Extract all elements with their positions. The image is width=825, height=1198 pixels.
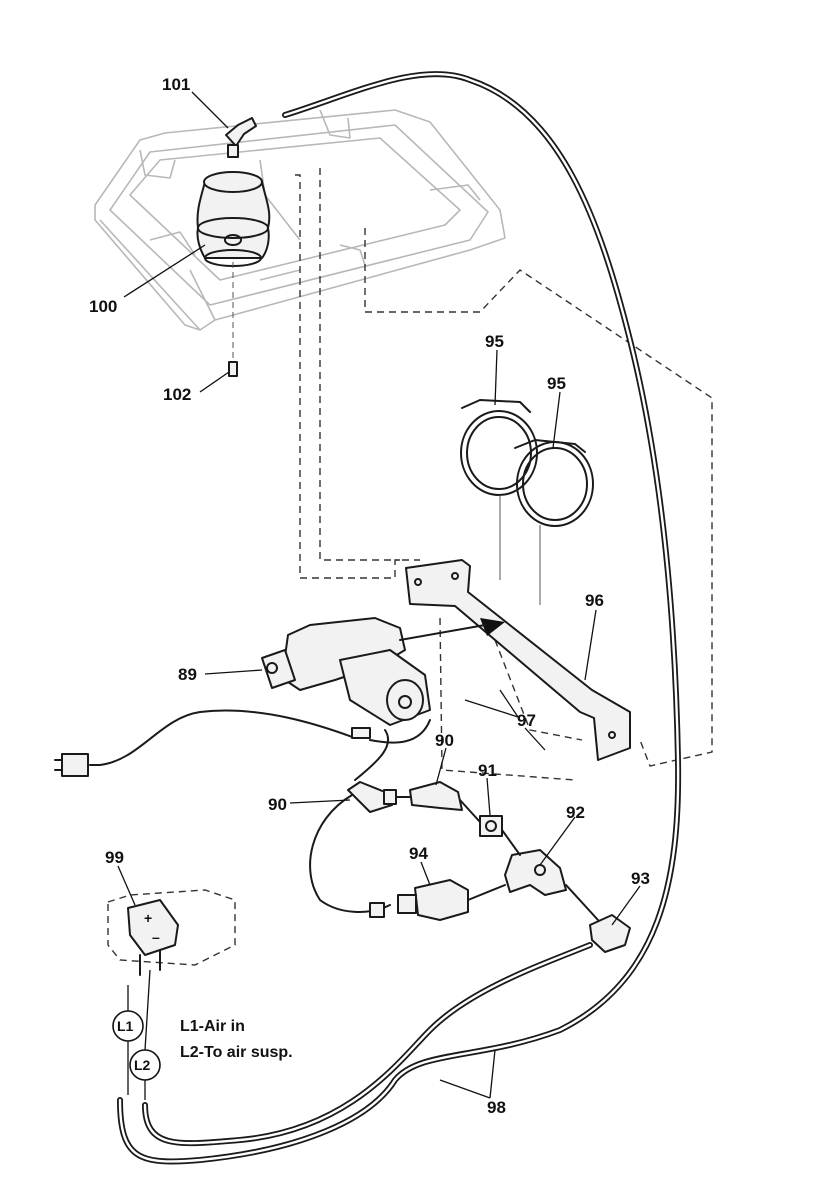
callout-91: 91 — [478, 761, 497, 780]
fitting-90-left — [347, 781, 397, 813]
callout-95-second: 95 — [547, 374, 566, 393]
switch-99: + – — [107, 889, 236, 976]
callout-102: 102 — [163, 385, 191, 404]
svg-text:–: – — [152, 929, 160, 945]
air-bellows — [196, 171, 271, 267]
fitting-91 — [479, 815, 503, 837]
callout-100: 100 — [89, 297, 117, 316]
legend-l2: L2-To air susp. — [180, 1044, 293, 1061]
callout-99: 99 — [105, 848, 124, 867]
callout-94: 94 — [409, 844, 428, 863]
hose-clamp-1 — [460, 399, 538, 496]
air-hose-98 — [117, 71, 682, 1165]
bracket — [405, 559, 631, 761]
callout-92: 92 — [566, 803, 585, 822]
leader-lines — [117, 91, 641, 1100]
callout-90-upper: 90 — [435, 731, 454, 750]
marker-l2: L2 — [134, 1057, 151, 1073]
elbow-93 — [589, 914, 631, 953]
hose-clamp-2 — [499, 439, 594, 605]
callout-labels: 101 100 102 95 95 96 89 97 90 90 91 92 9… — [89, 75, 650, 1117]
svg-text:+: + — [144, 910, 152, 926]
line-markers: L1 L2 — [112, 1010, 161, 1081]
callout-89: 89 — [178, 665, 197, 684]
callout-93: 93 — [631, 869, 650, 888]
legend: L1-Air in L2-To air susp. — [180, 1018, 293, 1061]
small-lines — [309, 729, 599, 921]
elbow-fitting — [225, 117, 257, 158]
seat-frame — [94, 109, 506, 331]
fitting-90-right — [409, 781, 463, 811]
callout-97: 97 — [517, 711, 536, 730]
callout-101: 101 — [162, 75, 190, 94]
assembly-dashed-lines — [295, 168, 713, 781]
pressure-switch-94 — [397, 879, 469, 921]
bolt — [228, 262, 238, 377]
tee-fitting-92 — [504, 849, 567, 896]
callout-96: 96 — [585, 591, 604, 610]
callout-98: 98 — [487, 1098, 506, 1117]
legend-l1: L1-Air in — [180, 1018, 245, 1035]
callout-90-left: 90 — [268, 795, 287, 814]
motor-wire — [54, 709, 431, 777]
marker-l1: L1 — [117, 1018, 134, 1034]
compressor-motor — [261, 617, 486, 726]
callout-95-first: 95 — [485, 332, 504, 351]
